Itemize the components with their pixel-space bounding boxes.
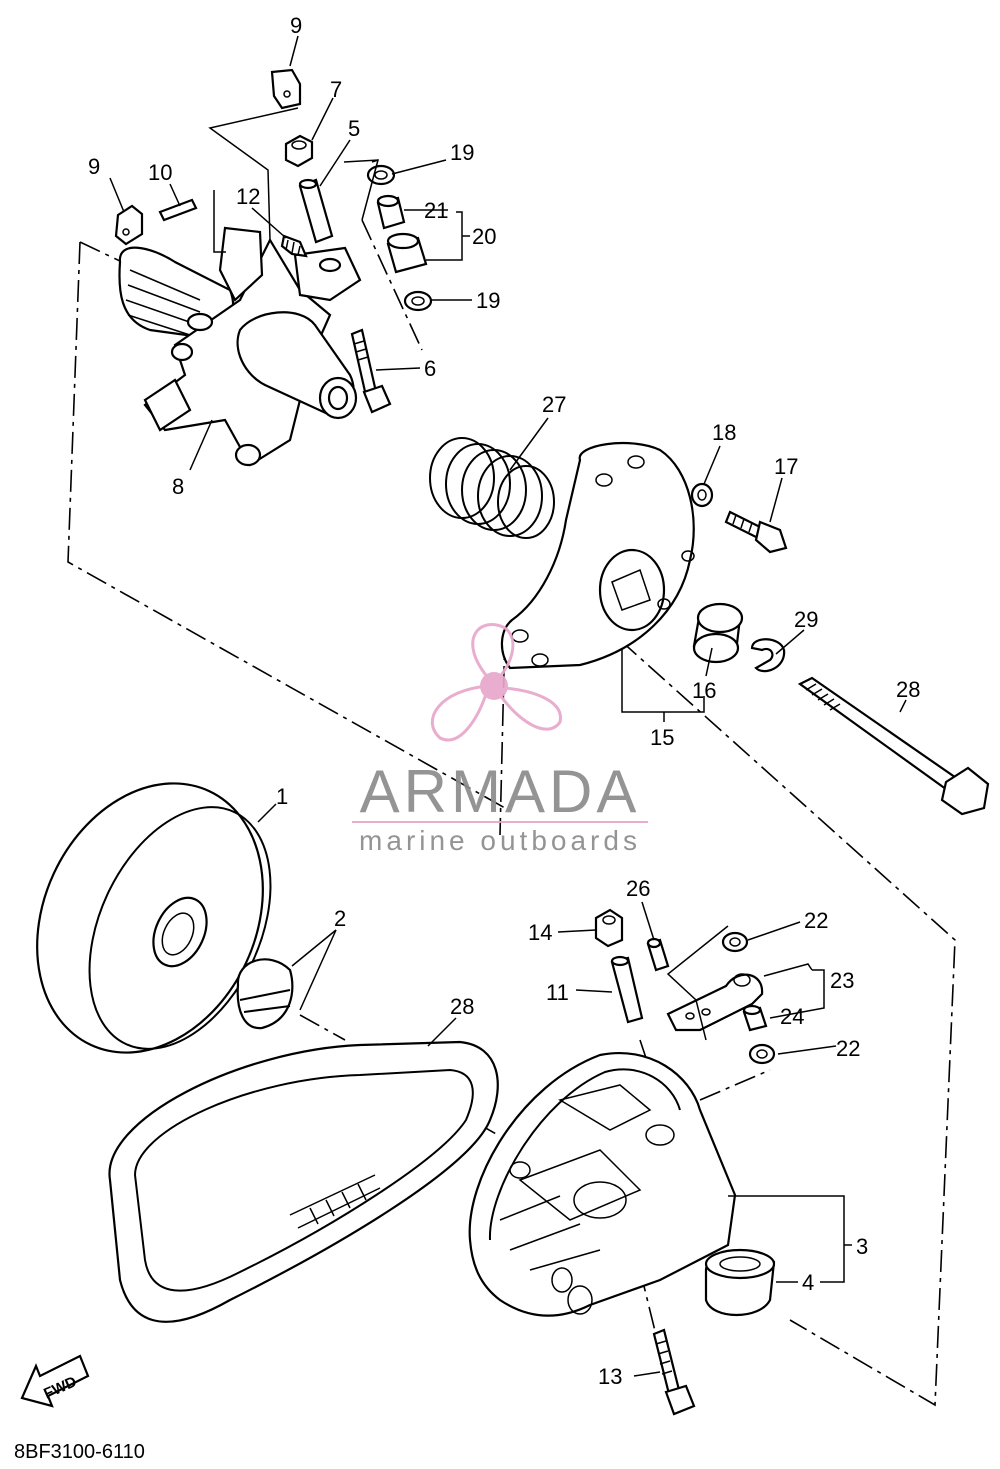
propeller-logo-icon <box>430 623 562 742</box>
fixed-sheave-spider <box>118 226 362 467</box>
callout-1: 1 <box>276 784 288 809</box>
callout-29: 29 <box>794 607 818 632</box>
callout-26: 27 <box>542 392 566 417</box>
callout-14: 14 <box>528 920 552 945</box>
callout-5: 5 <box>348 116 360 141</box>
pin-25 <box>646 937 670 972</box>
pin-10 <box>158 198 198 222</box>
callout-19-bottom: 19 <box>476 288 500 313</box>
callout-3: 3 <box>856 1234 868 1259</box>
arm-23 <box>666 973 764 1032</box>
callout-19-top: 19 <box>450 140 474 165</box>
callout-15: 15 <box>650 725 674 750</box>
callout-28: 28 <box>896 677 920 702</box>
bushing-16 <box>692 602 744 664</box>
bolt-28 <box>797 676 990 816</box>
callout-18: 18 <box>712 420 736 445</box>
callout-17: 17 <box>774 454 798 479</box>
clip-29 <box>750 638 786 673</box>
slider-9-top <box>270 68 302 110</box>
bushing-4 <box>704 1248 776 1317</box>
diagram-code: 8BF3100-6110 <box>14 1441 145 1463</box>
spider-cover-15 <box>500 441 695 670</box>
sheave-1 <box>36 782 272 1054</box>
bolt-13 <box>652 1328 696 1416</box>
callout-10: 10 <box>148 160 172 185</box>
callout-20: 20 <box>472 224 496 249</box>
callout-25: 26 <box>626 876 650 901</box>
watermark-title: ARMADA <box>360 758 641 825</box>
fwd-arrow: FWD <box>20 1354 90 1408</box>
callout-8: 8 <box>172 474 184 499</box>
callout-7: 7 <box>330 77 342 102</box>
sheave-3 <box>468 1052 737 1317</box>
callout-27: 28 <box>450 994 474 1019</box>
washer-19-bottom <box>403 290 433 312</box>
callout-13: 13 <box>598 1364 622 1389</box>
nut-7 <box>284 134 314 168</box>
callout-21: 21 <box>424 198 448 223</box>
callout-9-left: 9 <box>88 154 100 179</box>
leader-lines <box>109 35 907 1377</box>
washer-22-bottom <box>748 1043 776 1065</box>
v-belt-27 <box>108 1040 499 1323</box>
bolt-6 <box>350 328 392 414</box>
roller-24 <box>742 1004 768 1032</box>
bushing-21 <box>376 194 406 230</box>
callout-11: 11 <box>546 980 569 1005</box>
callout-4: 4 <box>802 1270 814 1295</box>
armada-watermark: ARMADA marine outboards <box>352 623 648 856</box>
pin-5 <box>298 178 334 244</box>
callout-labels: 9 7 5 19 9 10 12 21 20 19 6 8 27 18 17 2… <box>88 13 920 1389</box>
callout-12: 12 <box>236 184 260 209</box>
spring-pin-12 <box>280 234 308 258</box>
pin-11 <box>610 955 644 1024</box>
callout-6: 6 <box>424 356 436 381</box>
washer-18 <box>690 482 714 508</box>
nut-14 <box>594 908 624 948</box>
callout-9-top: 9 <box>290 13 302 38</box>
bushing-20 <box>386 232 428 274</box>
washer-22-top <box>721 931 749 953</box>
callout-23: 23 <box>830 968 854 993</box>
slider-9-left <box>114 204 144 246</box>
callout-16: 16 <box>692 678 716 703</box>
watermark-subtitle: marine outboards <box>359 825 641 856</box>
callout-22-bottom: 22 <box>836 1036 860 1061</box>
callout-22-top: 22 <box>804 908 828 933</box>
callout-24: 24 <box>780 1004 804 1029</box>
collar-2 <box>236 958 294 1030</box>
bolt-17 <box>724 510 788 554</box>
callout-2: 2 <box>334 906 346 931</box>
spring-26 <box>429 437 555 539</box>
